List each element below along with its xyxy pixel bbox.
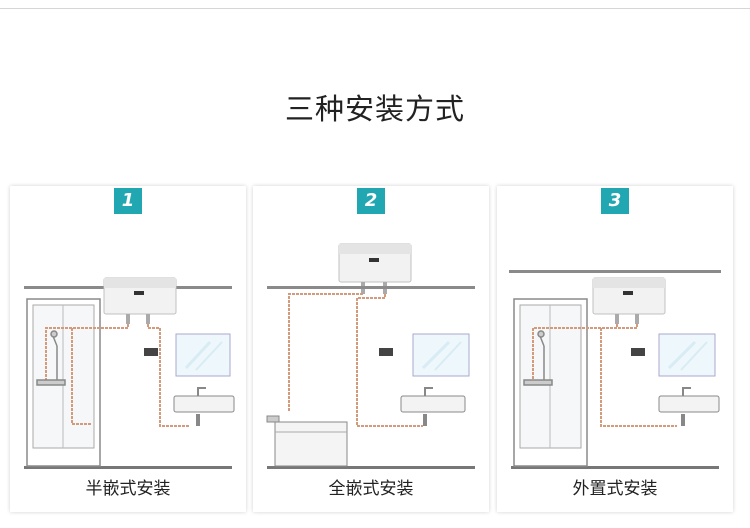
install-panel-semi-embedded: 1 半嵌式安装	[10, 186, 246, 512]
control-box	[379, 348, 393, 356]
fully-embedded-illustration	[266, 243, 475, 469]
external-illustration	[509, 270, 721, 469]
install-panel-fully-embedded: 2 全嵌式安装	[253, 186, 489, 512]
hot-water-pipe-graphic	[288, 293, 423, 427]
semi-embedded-illustration	[24, 277, 235, 469]
bathtub-graphic	[266, 415, 348, 467]
hot-water-pipe-graphic	[532, 324, 677, 427]
sink-graphic	[400, 387, 466, 426]
water-heater-graphic	[103, 277, 177, 324]
ceiling-line	[267, 286, 475, 289]
floor-line	[267, 466, 475, 469]
step-badge-1: 1	[114, 188, 142, 214]
control-box	[144, 348, 158, 356]
control-box	[631, 348, 645, 356]
shower-head-graphic	[523, 330, 553, 386]
sink-graphic	[173, 387, 235, 426]
shower-head-graphic	[36, 330, 66, 386]
mirror-graphic	[412, 333, 470, 377]
water-heater-graphic	[592, 277, 666, 324]
caption-fully-embedded: 全嵌式安装	[328, 479, 414, 499]
step-badge-2: 2	[357, 188, 385, 214]
floor-line	[24, 466, 232, 469]
hot-water-pipe-graphic	[45, 324, 190, 427]
top-divider	[0, 8, 750, 9]
ceiling-line	[509, 270, 721, 273]
page-title: 三种安装方式	[284, 92, 465, 126]
mirror-graphic	[658, 333, 716, 377]
caption-semi-embedded: 半嵌式安装	[85, 479, 171, 499]
install-panel-external: 3 外置式安装	[497, 186, 733, 512]
sink-graphic	[658, 387, 720, 426]
caption-external: 外置式安装	[572, 479, 658, 499]
step-badge-3: 3	[601, 188, 629, 214]
floor-line	[511, 466, 719, 469]
mirror-graphic	[175, 333, 231, 377]
